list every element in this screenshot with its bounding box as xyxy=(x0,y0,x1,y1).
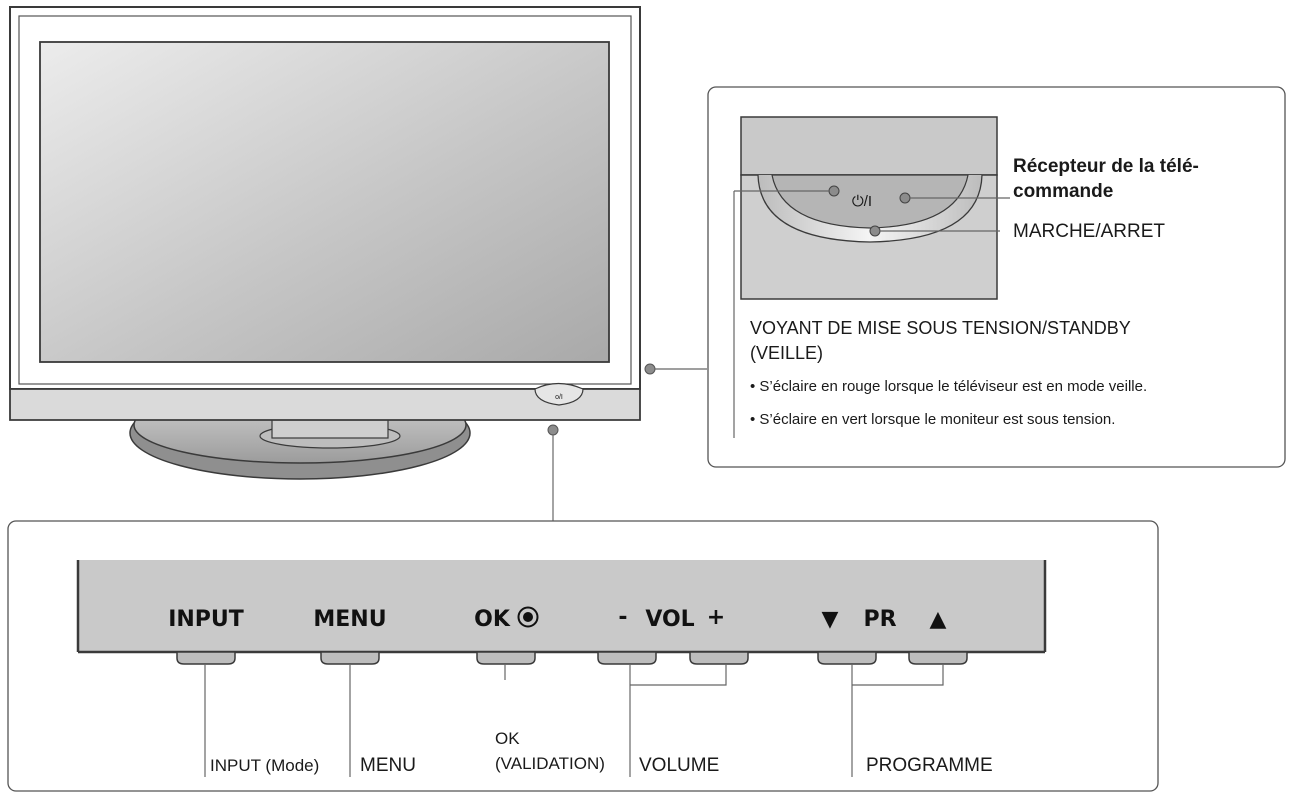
vol-down-button[interactable] xyxy=(597,651,657,665)
side-panel-arc-inner xyxy=(771,174,969,229)
button-panel: INPUT MENU OK - VOL + ▼ PR ▲ xyxy=(7,520,1159,792)
callout-ok-1: OK xyxy=(495,729,520,748)
pr-down-button[interactable] xyxy=(817,651,877,665)
menu-button[interactable] xyxy=(320,651,380,665)
side-panel-top-block xyxy=(740,116,998,176)
vol-up-button[interactable] xyxy=(689,651,749,665)
callout-lines xyxy=(204,664,944,777)
strip-label-vol-minus: - xyxy=(618,605,627,630)
callout-menu: MENU xyxy=(360,755,416,776)
callout-ok-2: (VALIDATION) xyxy=(495,754,605,773)
strip-label-vol: VOL xyxy=(645,607,694,632)
tv-screen xyxy=(39,41,610,363)
strip-label-pr-up: ▲ xyxy=(930,607,947,632)
strip-label-input: INPUT xyxy=(168,607,244,632)
remote-sensor-dot xyxy=(828,185,840,197)
indicator-title-2: (VEILLE) xyxy=(750,343,823,363)
control-strip xyxy=(78,560,1045,652)
indicator-dot xyxy=(869,225,881,237)
power-symbol: ⏻/I xyxy=(852,193,872,210)
tv-power-mark: o/I xyxy=(555,394,563,401)
ok-button[interactable] xyxy=(476,651,536,665)
strip-label-menu: MENU xyxy=(313,607,386,632)
tv-lower-bar xyxy=(9,388,641,421)
power-label: MARCHE/ARRET xyxy=(1013,221,1165,242)
physical-buttons xyxy=(176,651,968,665)
power-button-dot xyxy=(899,192,911,204)
ok-circle-icon xyxy=(517,606,539,628)
callout-volume: VOLUME xyxy=(639,755,719,776)
tv-front-panel-dot xyxy=(547,424,559,436)
tv-power-bump xyxy=(534,382,584,406)
callout-programme: PROGRAMME xyxy=(866,755,993,776)
remote-sensor-label-1: Récepteur de la télé- xyxy=(1013,156,1199,177)
pr-up-button[interactable] xyxy=(908,651,968,665)
side-panel: ⏻/I Récepteur de la télé- commande MARCH… xyxy=(707,86,1286,468)
indicator-bullet-2: • S’éclaire en vert lorsque le moniteur … xyxy=(750,411,1115,428)
tv-stand-neck xyxy=(271,417,389,439)
input-button[interactable] xyxy=(176,651,236,665)
indicator-title-1: VOYANT DE MISE SOUS TENSION/STANDBY xyxy=(750,318,1131,338)
tv-side-buttons-dot xyxy=(644,363,656,375)
strip-label-pr-down: ▼ xyxy=(822,607,839,632)
strip-label-pr: PR xyxy=(863,607,896,632)
callout-input: INPUT (Mode) xyxy=(210,756,319,775)
remote-sensor-label-2: commande xyxy=(1013,181,1113,202)
tv-bezel-inner xyxy=(18,15,632,385)
indicator-bullet-1: • S’éclaire en rouge lorsque le télévise… xyxy=(750,378,1147,395)
strip-label-ok: OK xyxy=(474,607,511,632)
strip-label-vol-plus: + xyxy=(707,605,725,630)
tv-illustration: o/I xyxy=(9,6,656,480)
